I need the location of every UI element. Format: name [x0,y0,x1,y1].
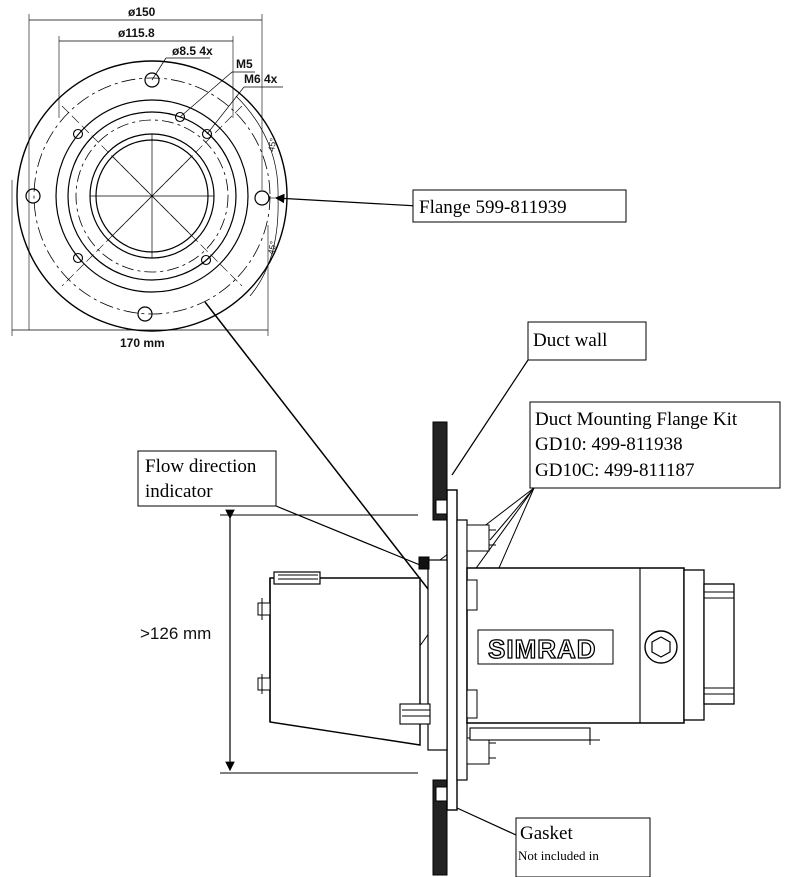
side-view [220,421,735,876]
flow-line1: Flow direction [145,456,257,477]
bolt-hole-right [254,190,270,206]
gasket-note: Not included in [518,848,599,863]
duct-wall-upper [432,421,448,521]
flange-ring-inner [67,111,237,281]
gasket-label: Gasket [520,823,573,844]
flow-line2: indicator [145,481,213,502]
dim-outer-diameter: ø150 [128,5,156,19]
dim-bolt-circle: ø115.8 [118,26,155,40]
inner-bolt-circle [75,119,229,273]
duct-wall-label: Duct wall [533,330,607,351]
flange-outer-circle [16,60,288,332]
flange-part-label: Flange 599-811939 [419,197,567,218]
flange-ring-outer [55,99,249,293]
thread-hole-2 [201,128,213,140]
kit-gd10c: GD10C: 499-811187 [535,460,695,481]
dim-bolt-holes: ø8.5 4x [172,44,213,58]
kit-box [529,401,781,489]
dim-thread-m5: M5 [236,57,253,71]
flow-box [137,450,277,507]
duct-wall-leader [451,359,529,476]
duct-wall-lower [432,779,448,876]
flange-leader [274,193,419,207]
clearance-label: >126 mm [140,624,211,643]
kit-gd10: GD10: 499-811938 [535,434,683,455]
bolt-hole-bottom [137,306,153,322]
flow-indicator [418,556,430,570]
thread-hole-1 [174,111,186,123]
dim-angle-top: 45° [266,137,278,153]
gasket-box [515,817,651,877]
duct-wall-box [527,321,647,361]
dim-thread-m6: M6 4x [244,72,278,86]
flange-top-view [11,14,288,336]
thread-hole-5 [200,254,212,266]
bolt-hole-left [25,188,41,204]
kit-title: Duct Mounting Flange Kit [535,409,738,430]
thread-hole-3 [72,128,84,140]
dim-overall-width: 170 mm [120,336,165,350]
flow-leader [275,505,421,566]
dim-angle-bottom: 45° [266,240,278,256]
bolt-hole-top [144,72,160,88]
brand-logo: SIMRAD [488,634,597,664]
mounting-flange-plate [446,489,458,811]
thread-hole-4 [72,252,84,264]
flange-part-box [412,189,627,223]
flange-to-side-leader [204,301,457,627]
gasket-leader [456,807,517,836]
